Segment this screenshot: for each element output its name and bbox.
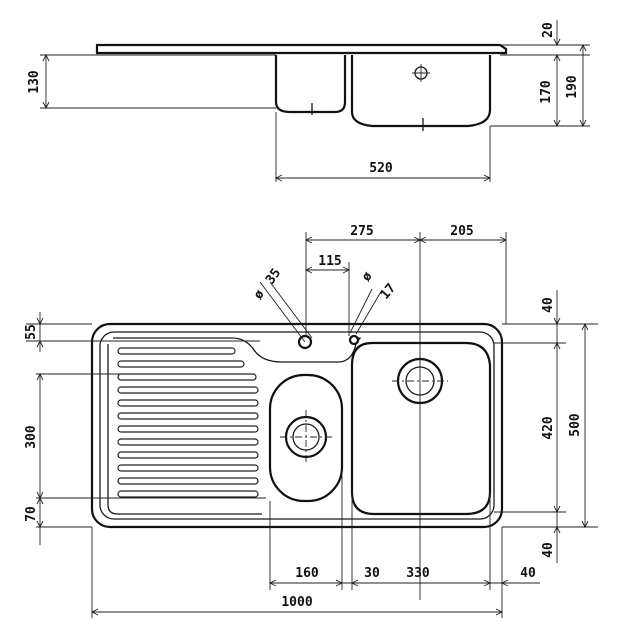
dim-right-offset: 205 xyxy=(450,224,473,239)
dim-right-margin: 40 xyxy=(520,566,536,581)
drainer-ribs xyxy=(117,347,259,498)
dim-tap-hole-diameter: 35 xyxy=(263,266,284,287)
dim-bowls-width: 520 xyxy=(369,161,393,176)
dim-overall-length: 1000 xyxy=(281,595,312,610)
dim-bowl-width: 420 xyxy=(541,416,556,440)
dim-small-bowl-depth: 130 xyxy=(27,70,42,94)
plan-view: ø 35 ø 17 275 205 115 55 xyxy=(24,224,598,618)
small-bowl xyxy=(268,373,344,503)
dim-back-margin: 40 xyxy=(541,297,556,313)
tap-hole xyxy=(297,334,313,350)
dim-bowl-gap: 30 xyxy=(364,566,380,581)
overflow-hole-plan xyxy=(348,334,360,346)
rim-outline xyxy=(95,43,508,55)
side-view: 130 20 170 190 520 xyxy=(27,20,590,182)
dim-overall-width: 500 xyxy=(568,413,583,437)
dim-tap-spacing: 115 xyxy=(318,254,341,269)
dim-overflow-diameter: 17 xyxy=(378,281,400,303)
dim-front-margin: 40 xyxy=(541,542,556,558)
dim-tap-to-edge: 275 xyxy=(350,224,373,239)
dim-main-bowl-depth: 170 xyxy=(539,80,554,104)
dim-small-bowl-width: 160 xyxy=(295,566,319,581)
dim-rim-thickness: 20 xyxy=(541,22,556,38)
small-bowl-profile xyxy=(274,55,347,114)
main-bowl xyxy=(350,341,492,516)
dim-total-height: 190 xyxy=(565,75,580,99)
diameter-symbol-overflow: ø xyxy=(359,269,376,284)
dim-drainer-length: 300 xyxy=(24,425,39,449)
sink-outer-outline xyxy=(90,322,504,529)
dim-main-bowl-length: 330 xyxy=(406,566,430,581)
dim-drainer-bottom: 70 xyxy=(24,506,39,522)
dim-drainer-top: 55 xyxy=(24,324,39,340)
